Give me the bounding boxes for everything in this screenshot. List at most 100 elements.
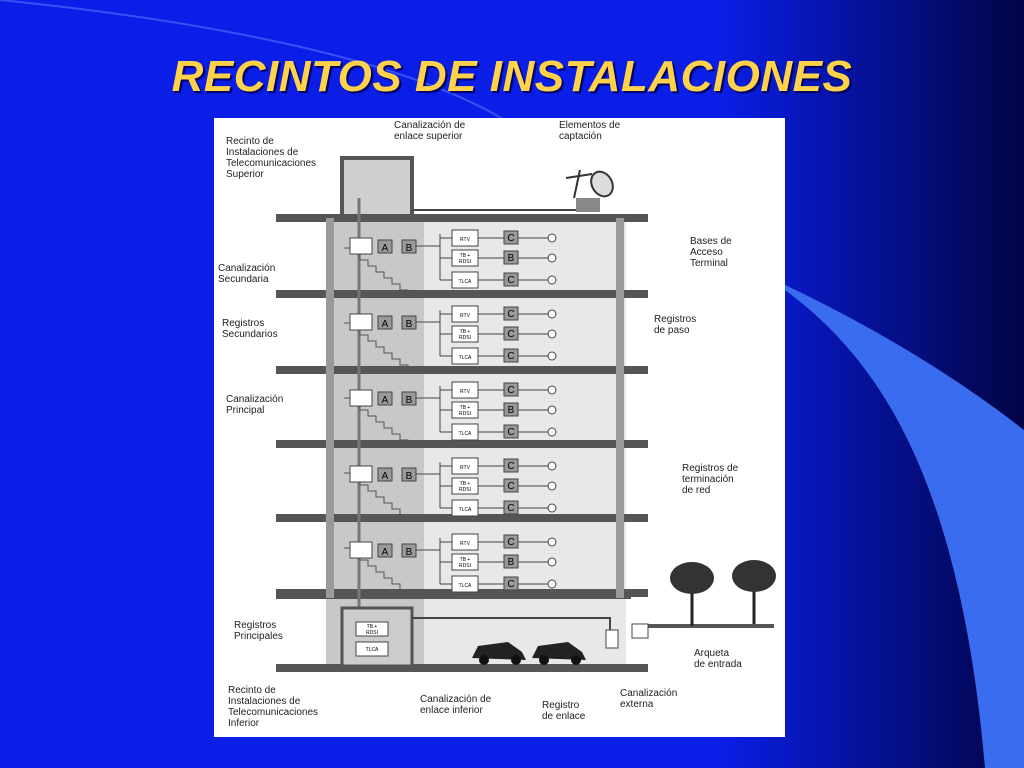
terminal-box-label: C bbox=[507, 461, 514, 472]
secondary-register bbox=[349, 313, 373, 331]
label-bases: Bases de Acceso Terminal bbox=[690, 236, 732, 269]
main-register-tb-label: TB + bbox=[367, 624, 378, 630]
registro-tlca-label: TLCA bbox=[459, 355, 472, 361]
registro-tlca-label: TLCA bbox=[459, 583, 472, 589]
bat-socket bbox=[547, 233, 557, 243]
label-reg-term: Registros de terminación de red bbox=[682, 463, 739, 496]
bat-socket bbox=[547, 537, 557, 547]
floor-slab bbox=[276, 514, 648, 522]
car-wheel bbox=[571, 655, 581, 665]
bat-socket bbox=[547, 427, 557, 437]
left-wall bbox=[326, 218, 334, 598]
terminal-box-label: C bbox=[507, 329, 514, 340]
label-canal-sup: Canalización de enlace superior bbox=[394, 120, 466, 142]
ground-slab bbox=[276, 591, 631, 599]
label-captacion: Elementos de captación bbox=[559, 120, 621, 142]
box-b-label: B bbox=[406, 471, 413, 482]
terminal-box-label: C bbox=[507, 351, 514, 362]
secondary-register bbox=[349, 541, 373, 559]
terminal-box-label: B bbox=[508, 557, 515, 568]
registro-tb-label: RDSI bbox=[459, 563, 471, 569]
slide-title: RECINTOS DE INSTALACIONES bbox=[171, 52, 853, 101]
label-canal-princ: Canalización Principal bbox=[226, 394, 284, 416]
registro-tlca-label: TLCA bbox=[459, 279, 472, 285]
secondary-register bbox=[349, 465, 373, 483]
link-register bbox=[605, 629, 619, 649]
label-reg-paso: Registros de paso bbox=[654, 314, 697, 336]
label-reg-princ: Registros Principales bbox=[234, 620, 283, 642]
car-wheel bbox=[479, 655, 489, 665]
registro-tlca-label: TLCA bbox=[459, 431, 472, 437]
terminal-box-label: B bbox=[508, 405, 515, 416]
main-register-tb-label: RDSI bbox=[366, 630, 378, 636]
bat-socket bbox=[547, 253, 557, 263]
registro-tb-label: TB + bbox=[460, 557, 471, 563]
right-wall bbox=[616, 218, 624, 598]
terminal-box-label: C bbox=[507, 481, 514, 492]
floor-slab bbox=[276, 366, 648, 374]
bat-socket bbox=[547, 309, 557, 319]
bat-socket bbox=[547, 461, 557, 471]
terminal-box-label: C bbox=[507, 537, 514, 548]
box-a bbox=[377, 543, 393, 558]
registro-rtv-label: RTV bbox=[460, 313, 471, 319]
upper-tower bbox=[340, 156, 414, 220]
registro-tb-label: TB + bbox=[460, 329, 471, 335]
antenna-mast bbox=[573, 169, 581, 199]
label-arqueta: Arqueta de entrada bbox=[694, 648, 742, 670]
bat-socket bbox=[547, 329, 557, 339]
box-a-label: A bbox=[382, 547, 389, 558]
terminal-box-label: C bbox=[507, 427, 514, 438]
registro-tb-label: RDSI bbox=[459, 335, 471, 341]
registro-tb-label: TB + bbox=[460, 481, 471, 487]
roof-base bbox=[576, 198, 600, 212]
bat-socket bbox=[547, 351, 557, 361]
box-a-label: A bbox=[382, 471, 389, 482]
bat-socket bbox=[547, 275, 557, 285]
registro-rtv-label: RTV bbox=[460, 465, 471, 471]
registro-tb-label: RDSI bbox=[459, 411, 471, 417]
antenna bbox=[565, 173, 593, 179]
bat-socket bbox=[547, 503, 557, 513]
satellite-dish bbox=[590, 170, 614, 198]
box-b-label: B bbox=[406, 395, 413, 406]
tree-crown bbox=[670, 562, 714, 594]
terminal-box-label: B bbox=[508, 253, 515, 264]
terminal-box-label: C bbox=[507, 309, 514, 320]
box-b-label: B bbox=[406, 319, 413, 330]
label-riti: Recinto de Instalaciones de Telecomunica… bbox=[228, 685, 319, 729]
box-a-label: A bbox=[382, 395, 389, 406]
lower-enclosure bbox=[340, 606, 414, 668]
label-reg-sec: Registros Secundarios bbox=[222, 318, 278, 340]
bat-socket bbox=[547, 557, 557, 567]
box-a-label: A bbox=[382, 319, 389, 330]
box-b-label: B bbox=[406, 547, 413, 558]
label-canal-sec: Canalización Secundaria bbox=[218, 263, 276, 285]
terminal-box-label: C bbox=[507, 579, 514, 590]
floor-slab bbox=[276, 290, 648, 298]
floor-slab bbox=[276, 214, 648, 222]
secondary-register bbox=[349, 389, 373, 407]
main-register-tlca bbox=[355, 641, 389, 657]
box-b-label: B bbox=[406, 243, 413, 254]
label-reg-enlace: Registro de enlace bbox=[542, 700, 586, 722]
floor-slab bbox=[276, 440, 648, 448]
tree-crown bbox=[732, 560, 776, 592]
arqueta bbox=[631, 623, 649, 639]
registro-rtv-label: RTV bbox=[460, 237, 471, 243]
terminal-box-label: C bbox=[507, 233, 514, 244]
secondary-register bbox=[349, 237, 373, 255]
bat-socket bbox=[547, 405, 557, 415]
registro-tlca-label: TLCA bbox=[459, 507, 472, 513]
bat-socket bbox=[547, 579, 557, 589]
terminal-box-label: C bbox=[507, 503, 514, 514]
box-a-label: A bbox=[382, 243, 389, 254]
box-a bbox=[377, 391, 393, 406]
registro-tb-label: RDSI bbox=[459, 487, 471, 493]
registro-rtv-label: RTV bbox=[460, 389, 471, 395]
main-register-tb bbox=[355, 621, 389, 637]
label-canal-inf: Canalización de enlace inferior bbox=[420, 694, 492, 716]
